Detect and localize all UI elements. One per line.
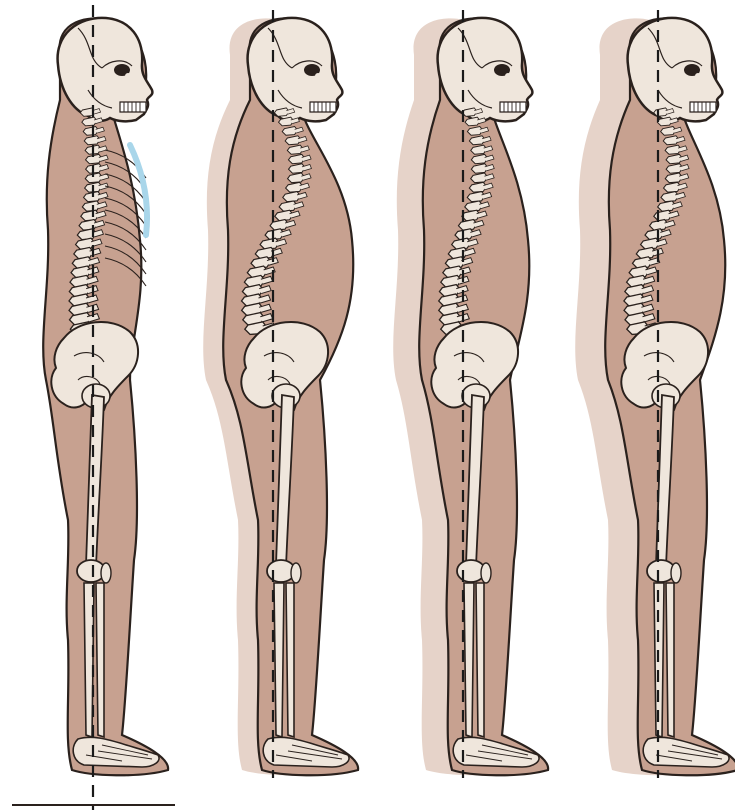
figure-2 bbox=[203, 10, 358, 778]
figure-1 bbox=[43, 5, 168, 810]
figure-4 bbox=[575, 10, 735, 778]
figure-3 bbox=[393, 10, 548, 778]
